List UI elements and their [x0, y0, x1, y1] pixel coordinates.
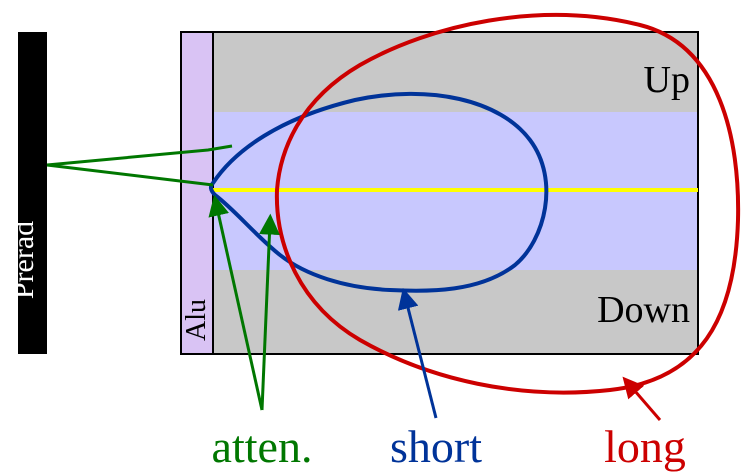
preradiator-bar	[18, 32, 47, 354]
aluminum-strip	[181, 32, 213, 354]
long-arrow	[622, 376, 662, 421]
down-label: Down	[597, 289, 690, 331]
up-label: Up	[644, 59, 690, 101]
atten-line-lower	[46, 163, 214, 187]
aluminum-label: Alu	[181, 299, 212, 341]
short-label: short	[390, 421, 482, 472]
atten-line-upper	[46, 144, 233, 167]
atten-arrow-left	[208, 194, 264, 411]
short-shower-contour	[208, 91, 549, 293]
long-label: long	[604, 421, 686, 472]
long-shower-contour	[274, 12, 741, 395]
atten-arrow-right	[258, 213, 280, 411]
preradiator-label: Prerad	[7, 221, 40, 299]
short-arrow	[397, 287, 438, 419]
atten-label: atten.	[212, 421, 313, 472]
